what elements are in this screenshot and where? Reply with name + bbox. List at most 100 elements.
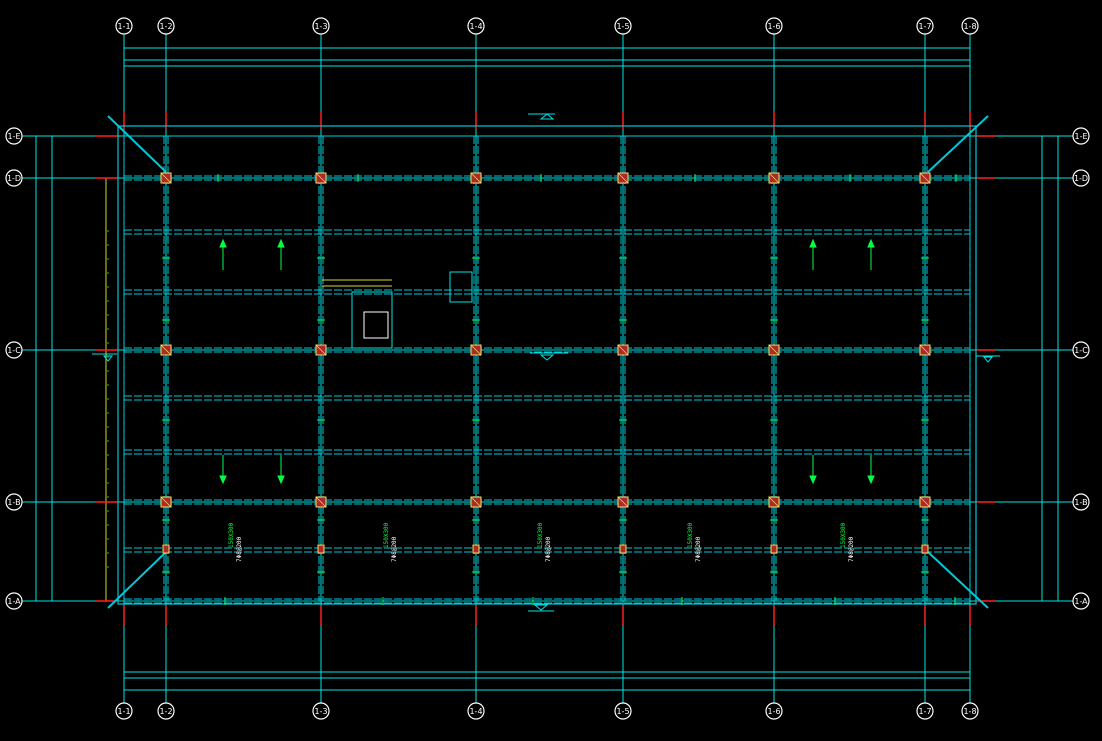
axis-label: 1-D [1074,174,1088,183]
floor-opening-detail [322,271,473,349]
column-small [770,544,778,554]
triangle-section-icon[interactable] [528,113,555,120]
axis-bubble[interactable]: 1-D [1072,169,1090,187]
triangle-section-icon[interactable] [528,604,554,612]
axis-bubbles-bottom: 1-1 1-2 1-3 1-4 1-5 1-6 1-7 1-8 [115,702,979,720]
arrow-icon [277,455,285,485]
beam-note-rebar: 7Φ8@200 [236,536,243,562]
axis-bubble[interactable]: 1-6 [765,702,783,720]
axis-bubble[interactable]: 1-3 [312,17,330,35]
beam-note-size: 150X300 [383,522,390,548]
beam-note-size: 150X300 [840,522,847,548]
arrow-icon [809,238,817,270]
column-small [921,544,929,554]
column-mark [919,496,931,508]
axis-bubble[interactable]: 1-8 [961,17,979,35]
axis-label: 1-C [1074,346,1088,355]
axis-bubble[interactable]: 1-A [5,592,23,610]
beam-note-size: 150X300 [537,522,544,548]
column-mark [617,172,629,184]
axis-bubble[interactable]: 1-5 [614,17,632,35]
axis-bubble[interactable]: 1-2 [157,702,175,720]
axis-label: 1-4 [469,22,482,31]
beam-note-rebar: 7Φ8@200 [545,536,552,562]
axis-bubble[interactable]: 1-7 [916,702,934,720]
axis-bubble[interactable]: 1-8 [961,702,979,720]
axis-label: 1-3 [314,707,327,716]
axis-bubble[interactable]: 1-1 [115,17,133,35]
triangle-section-icon[interactable] [92,353,117,362]
column-mark [315,172,327,184]
section-markers [92,113,1000,612]
axis-bubbles-top: 1-1 1-2 1-3 1-4 1-5 1-6 1-7 1-8 [115,17,979,35]
axis-label: 1-7 [918,707,931,716]
axis-bubble[interactable]: 1-5 [614,702,632,720]
axis-bubble[interactable]: 1-D [5,169,23,187]
column-small [619,544,627,554]
beam-note: 150X300 7Φ8@200 [840,522,855,562]
axis-bubble[interactable]: 1-3 [312,702,330,720]
column-mark [470,344,482,356]
axis-bubble[interactable]: 1-2 [157,17,175,35]
axis-bubble[interactable]: 1-B [1072,493,1090,511]
axis-bubble[interactable]: 1-C [5,341,23,359]
rebar-marks [107,174,957,605]
beam-note: 150X300 7Φ8@200 [383,522,398,562]
axis-bubble[interactable]: 1-6 [765,17,783,35]
axis-bubbles-right: 1-E 1-D 1-C 1-B 1-A [1072,127,1090,610]
beam-note-size: 150X300 [687,522,694,548]
slab-inner-edge [123,135,971,602]
column-mark [617,344,629,356]
slab-edge [117,125,977,605]
axis-label: 1-D [7,174,21,183]
axis-bubble[interactable]: 1-E [1072,127,1090,145]
beam-lines [107,115,989,609]
arrow-icon [219,238,227,270]
load-arrows [219,238,875,485]
column-small [162,544,170,554]
axis-label: 1-6 [767,707,780,716]
axis-label: 1-E [7,132,20,141]
axis-bubble[interactable]: 1-1 [115,702,133,720]
axis-bubble[interactable]: 1-4 [467,17,485,35]
axis-label: 1-8 [963,707,976,716]
beam-note-rebar: 7Φ8@200 [391,536,398,562]
axis-label: 1-5 [616,22,629,31]
beam-note-rebar: 7Φ8@200 [848,536,855,562]
column-mark [768,172,780,184]
axis-label: 1-5 [616,707,629,716]
axis-label: 1-A [1074,597,1088,606]
column-mark [160,172,172,184]
beam-note-rebar: 7Φ8@200 [695,536,702,562]
arrow-icon [809,455,817,485]
corner-brace [927,551,989,609]
column-mark [470,172,482,184]
axis-label: 1-1 [117,22,130,31]
axis-bubble[interactable]: 1-7 [916,17,934,35]
column-mark [617,496,629,508]
axis-label: 1-3 [314,22,327,31]
axis-label: 1-C [7,346,21,355]
columns [160,172,931,554]
triangle-section-icon[interactable] [530,352,568,361]
column-small [472,544,480,554]
arrow-icon [867,238,875,270]
column-mark [768,496,780,508]
axis-bubbles-left: 1-E 1-D 1-C 1-B 1-A [5,127,23,610]
column-mark [768,344,780,356]
beam-note: 150X300 7Φ8@200 [228,522,243,562]
arrow-icon [867,455,875,485]
column-small [317,544,325,554]
arrow-icon [277,238,285,270]
axis-label: 1-A [7,597,21,606]
axis-bubble[interactable]: 1-B [5,493,23,511]
triangle-section-icon[interactable] [976,355,1000,363]
axis-bubble[interactable]: 1-E [5,127,23,145]
dimension-lines [35,47,1059,691]
axis-bubble[interactable]: 1-C [1072,341,1090,359]
column-mark [470,496,482,508]
axis-bubble[interactable]: 1-A [1072,592,1090,610]
axis-bubble[interactable]: 1-4 [467,702,485,720]
axis-label: 1-6 [767,22,780,31]
